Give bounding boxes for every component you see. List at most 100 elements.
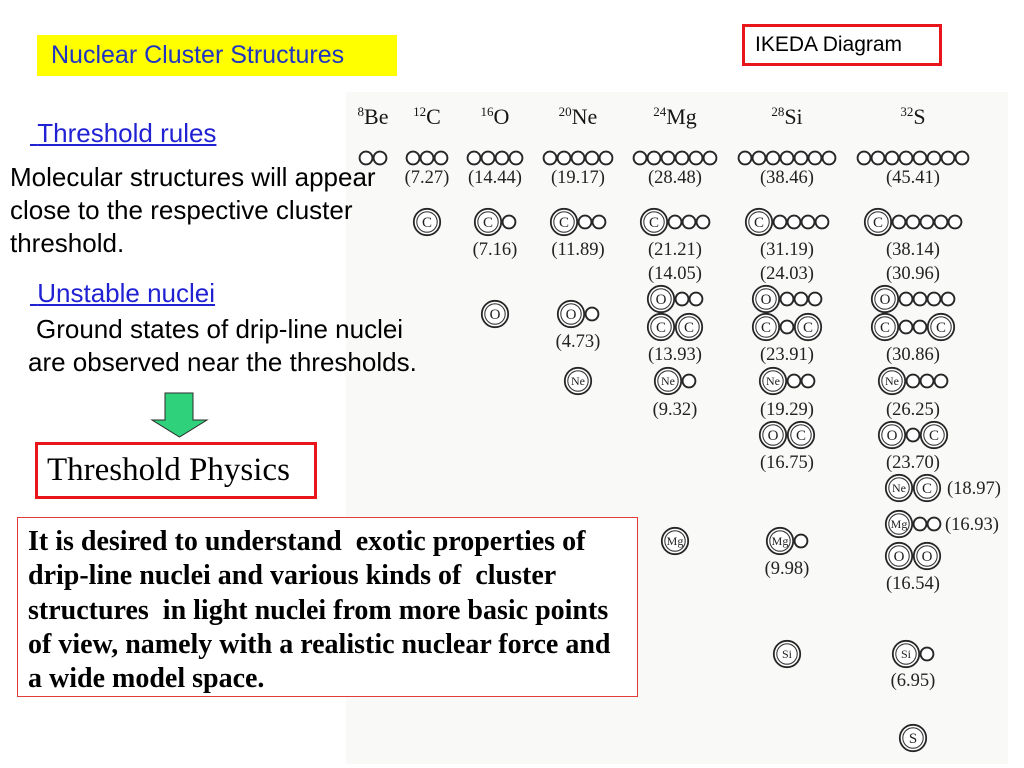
cluster-ring [898, 723, 928, 753]
cluster-ring [758, 420, 788, 450]
cluster-ring [660, 526, 690, 556]
cluster-label: O [490, 307, 501, 323]
element-symbol: Be [364, 104, 388, 129]
alpha-cluster [793, 533, 809, 549]
threshold-rules-link[interactable]: Threshold rules [37, 118, 217, 148]
element-symbol: Si [784, 104, 802, 129]
element-symbol: C [426, 104, 441, 129]
cluster-configuration: O [556, 299, 600, 329]
threshold-energy: (11.89) [551, 240, 604, 260]
alpha-cluster [584, 306, 600, 322]
cluster-inner-ring [553, 211, 575, 233]
cluster-configuration: Mg [884, 509, 942, 539]
cluster-inner-ring [881, 370, 903, 392]
cluster-label: C [803, 320, 813, 336]
cluster-label: Ne [571, 374, 585, 388]
threshold-energy: (21.21) [648, 240, 702, 260]
cluster-inner-ring [477, 211, 499, 233]
alpha-cluster [688, 291, 704, 307]
alpha-cluster [772, 214, 788, 230]
cluster-inner-ring [797, 316, 819, 338]
alpha-cluster [667, 214, 683, 230]
threshold-energy: (23.70) [886, 453, 940, 473]
alpha-cluster [751, 150, 767, 166]
slide-title: Nuclear Cluster Structures [51, 41, 345, 69]
cluster-configuration: Mg [765, 526, 809, 556]
cluster-label: C [656, 320, 666, 336]
cluster-label: Ne [892, 481, 906, 495]
threshold-energy: (16.75) [760, 453, 814, 473]
text-line: threshold. [10, 228, 125, 258]
statement-box: It is desired to understand exotic prope… [17, 517, 638, 697]
cluster-s: S [898, 723, 928, 753]
cluster-ring [646, 284, 676, 314]
threshold-energy: (30.96) [886, 264, 940, 284]
cluster-inner-ring [874, 316, 896, 338]
alpha-cluster [632, 150, 648, 166]
cluster-configuration [632, 150, 718, 166]
cluster-label: C [761, 320, 771, 336]
cluster-label: C [929, 428, 939, 444]
threshold-energy: (28.48) [648, 168, 702, 188]
alpha-cluster [695, 214, 711, 230]
mass-number: 32 [900, 104, 913, 119]
alpha-cluster [779, 319, 795, 335]
alpha-cluster [856, 150, 872, 166]
alpha-cluster [681, 214, 697, 230]
cluster-c: C [751, 312, 781, 342]
alpha-cluster [940, 291, 956, 307]
alpha-cluster [702, 150, 718, 166]
threshold-energy: (4.73) [556, 332, 601, 352]
text-line: close to the respective cluster [10, 195, 353, 225]
cluster-configuration: Ne [653, 366, 697, 396]
cluster-inner-ring [888, 545, 910, 567]
threshold-energy: (26.25) [886, 400, 940, 420]
cluster-configuration [405, 150, 449, 166]
unstable-nuclei-link[interactable]: Unstable nuclei [37, 278, 216, 308]
alpha-cluster [591, 214, 607, 230]
cluster-o: O [556, 299, 586, 329]
cluster-ring [884, 473, 914, 503]
cluster-c: C [863, 207, 893, 237]
cluster-inner-ring [874, 288, 896, 310]
cluster-inner-ring [916, 545, 938, 567]
alpha-cluster [807, 291, 823, 307]
cluster-o: O [870, 284, 900, 314]
alpha-cluster [598, 150, 614, 166]
cluster-c: C [919, 420, 949, 450]
cluster-inner-ring [755, 288, 777, 310]
alpha-cluster [681, 373, 697, 389]
cluster-ring [480, 299, 510, 329]
mass-number: 24 [653, 104, 667, 119]
cluster-label: C [873, 215, 883, 231]
alpha-cluster [405, 150, 421, 166]
cluster-mg: Mg [765, 526, 795, 556]
statement-line: It is desired to understand exotic prope… [28, 526, 586, 557]
text-line: Molecular structures will appear [10, 162, 376, 192]
element-symbol: Mg [666, 104, 697, 129]
cluster-inner-ring [881, 424, 903, 446]
cluster-configuration: O [480, 299, 510, 329]
cluster-label: O [768, 428, 779, 444]
cluster-ring [877, 366, 907, 396]
statement-line: of view, namely with a realistic nuclear… [28, 628, 611, 660]
cluster-configuration [737, 150, 837, 166]
element-symbol: Ne [572, 104, 598, 129]
threshold-energy: (38.46) [760, 168, 814, 188]
cluster-label: Mg [772, 534, 789, 548]
cluster-configuration: C [412, 207, 442, 237]
cluster-inner-ring [916, 477, 938, 499]
threshold-energy: (38.14) [886, 240, 940, 260]
cluster-inner-ring [888, 477, 910, 499]
cluster-c: C [744, 207, 774, 237]
cluster-configuration: O [646, 284, 704, 314]
cluster-ring [744, 207, 774, 237]
alpha-cluster [919, 373, 935, 389]
cluster-ring [751, 312, 781, 342]
cluster-configuration: Ne [758, 366, 816, 396]
alpha-cluster [933, 373, 949, 389]
cluster-ne: Ne [758, 366, 788, 396]
cluster-c: C [549, 207, 579, 237]
cluster-ring [473, 207, 503, 237]
